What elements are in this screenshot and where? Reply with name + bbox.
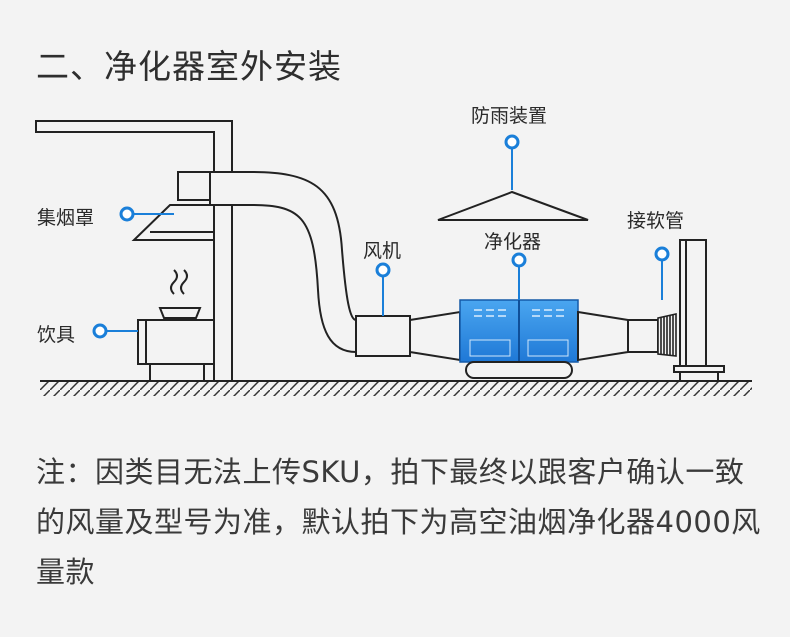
soft-pipe	[657, 313, 677, 357]
marker-dot-hood	[119, 206, 135, 222]
label-purifier: 净化器	[484, 231, 542, 253]
label-fan: 风机	[363, 240, 402, 262]
label-hood: 集烟罩	[37, 207, 95, 229]
marker-dot-rain-cover	[504, 134, 520, 150]
purifier-unit	[459, 299, 579, 379]
label-soft-pipe: 接软管	[627, 210, 685, 232]
label-stove: 饮具	[37, 324, 76, 346]
marker-leaders	[92, 134, 670, 339]
marker-dot-purifier	[511, 252, 527, 268]
rain-cover	[437, 190, 589, 221]
note-text: 注：因类目无法上传SKU，拍下最终以跟客户确认一致的风量及型号为准，默认拍下为高…	[36, 455, 761, 589]
label-rain-cover: 防雨装置	[471, 105, 548, 127]
building-wall	[35, 120, 233, 382]
outlet-pipe	[577, 310, 659, 362]
stove	[137, 269, 215, 381]
marker-dot-stove	[92, 323, 108, 339]
marker-dot-soft-pipe	[654, 246, 670, 262]
range-hood	[131, 171, 215, 241]
fan-unit	[355, 310, 461, 362]
marker-dot-fan	[375, 262, 391, 278]
outlet-stack	[673, 239, 725, 380]
ground	[40, 380, 752, 396]
page-title: 二、净化器室外安装	[36, 47, 342, 86]
